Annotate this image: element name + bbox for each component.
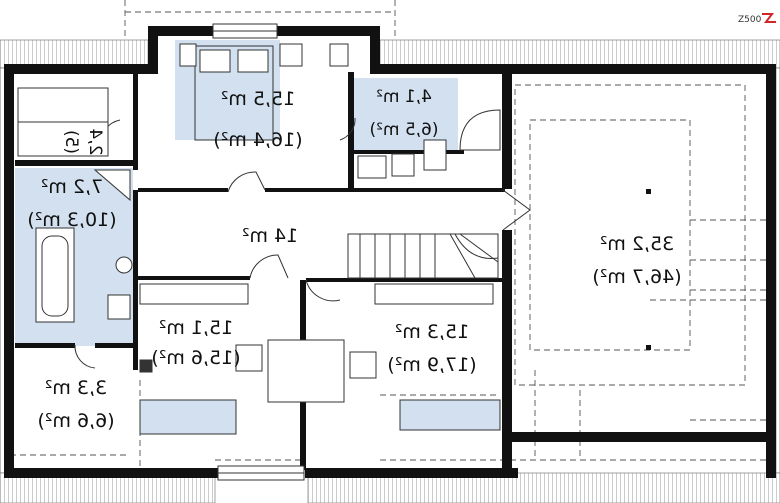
room-area-storage: 3,3 m² (45, 377, 107, 399)
room-area-total-storage: (6,6 m²) (37, 410, 114, 432)
room-labels: 15,5 m² (16,4 m²) 4,1 m² (6,5 m²) 2,4 (5… (27, 87, 681, 432)
room-area-total-bedroom-right: (17,9 m²) (387, 354, 476, 376)
windows (212, 23, 305, 481)
brand-logo: Z500 (738, 13, 776, 25)
room-area-total-bathroom-left: (10,3 m²) (27, 209, 116, 231)
projection-lines (10, 0, 770, 470)
room-area-closet: 2,4 (85, 128, 105, 155)
room-area-total-bedroom-middle: (15,6 m²) (151, 347, 240, 369)
room-area-bedroom-middle: 15,1 m² (159, 317, 233, 339)
room-area-total-bathroom-small: (6,5 m²) (369, 120, 438, 140)
room-area-total-attic: (46,7 m²) (592, 266, 681, 288)
room-area-bedroom-right: 15,3 m² (395, 321, 469, 343)
room-area-total-bedroom-top: (16,4 m²) (213, 129, 302, 151)
room-area-total-closet: (5) (61, 130, 81, 154)
logo-text: Z500 (738, 15, 762, 25)
room-area-hall: 14 m² (242, 225, 298, 247)
furniture (17, 43, 651, 435)
room-area-bathroom-small: 4,1 m² (376, 87, 432, 107)
staircase (347, 233, 499, 279)
room-area-attic: 35,2 m² (600, 233, 674, 255)
walls (4, 26, 776, 478)
room-area-bathroom-left: 7,2 m² (41, 176, 103, 198)
room-area-bedroom-top: 15,5 m² (221, 88, 295, 110)
